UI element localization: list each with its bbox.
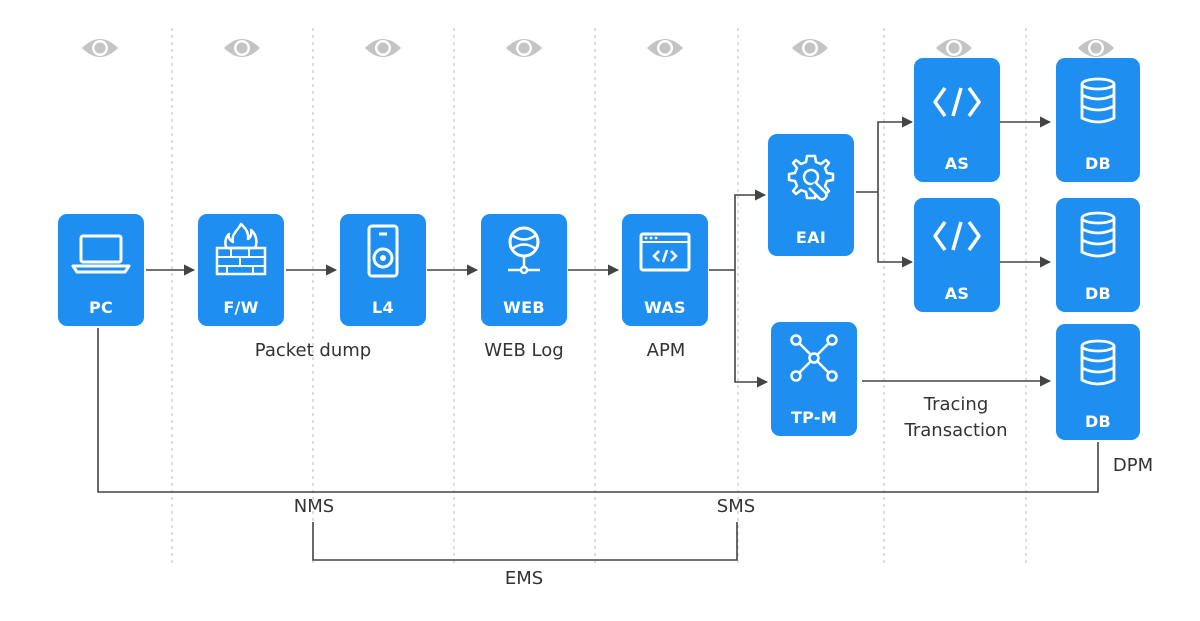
node-pc[interactable]: PC xyxy=(58,214,144,326)
code-brackets-icon xyxy=(914,74,1000,130)
node-as-1[interactable]: AS xyxy=(914,58,1000,182)
connectors xyxy=(97,116,1099,561)
node-db-2[interactable]: DB xyxy=(1056,198,1140,312)
database-icon xyxy=(1056,336,1140,392)
network-hub-icon xyxy=(771,330,857,386)
node-tpm[interactable]: TP-M xyxy=(771,322,857,436)
node-fw[interactable]: F/W xyxy=(198,214,284,326)
node-label: F/W xyxy=(223,298,259,317)
database-icon xyxy=(1056,74,1140,130)
node-as-2[interactable]: AS xyxy=(914,198,1000,312)
caption-apm: APM xyxy=(646,340,686,361)
caption-packet-dump: Packet dump xyxy=(254,340,372,361)
code-brackets-icon xyxy=(914,208,1000,264)
node-label: AS xyxy=(944,284,970,303)
eye-icon xyxy=(645,34,685,62)
eye-icon xyxy=(222,34,262,62)
caption-tracing: Tracing xyxy=(923,394,989,415)
firewall-icon xyxy=(198,222,284,278)
caption-nms: NMS xyxy=(293,496,335,517)
ems-bracket xyxy=(312,522,738,561)
eye-icon xyxy=(1076,34,1116,62)
node-eai[interactable]: EAI xyxy=(768,134,854,256)
caption-transaction: Transaction xyxy=(904,420,1008,441)
nms-dpm-line xyxy=(97,328,1099,493)
node-l4[interactable]: L4 xyxy=(340,214,426,326)
eye-icon xyxy=(790,34,830,62)
caption-dpm: DPM xyxy=(1112,455,1154,476)
node-db-1[interactable]: DB xyxy=(1056,58,1140,182)
eye-icon xyxy=(80,34,120,62)
node-web[interactable]: WEB xyxy=(481,214,567,326)
database-icon xyxy=(1056,208,1140,264)
web-server-icon xyxy=(481,222,567,278)
node-label: WAS xyxy=(644,298,686,317)
node-was[interactable]: WAS xyxy=(622,214,708,326)
caption-web-log: WEB Log xyxy=(484,340,564,361)
node-label: DB xyxy=(1084,154,1112,173)
arrow-was-tpm xyxy=(734,270,769,388)
code-window-icon xyxy=(622,222,708,278)
node-label: WEB xyxy=(503,298,545,317)
caption-ems: EMS xyxy=(504,568,544,589)
node-label: L4 xyxy=(372,298,394,317)
laptop-icon xyxy=(58,222,144,278)
node-label: EAI xyxy=(795,228,827,247)
arrow-was-eai xyxy=(734,189,767,270)
speaker-device-icon xyxy=(340,222,426,278)
node-label: DB xyxy=(1084,284,1112,303)
eye-icon xyxy=(934,34,974,62)
caption-sms: SMS xyxy=(716,496,756,517)
column-dividers xyxy=(171,28,1027,565)
arrow-eai-as2 xyxy=(877,192,914,268)
eye-icon xyxy=(504,34,544,62)
eye-icon xyxy=(363,34,403,62)
node-label: PC xyxy=(88,298,114,317)
node-label: DB xyxy=(1084,412,1112,431)
node-label: TP-M xyxy=(790,408,838,427)
node-label: AS xyxy=(944,154,970,173)
node-db-3[interactable]: DB xyxy=(1056,324,1140,440)
arrow-eai-as1 xyxy=(877,116,914,192)
gear-wrench-icon xyxy=(768,152,854,208)
